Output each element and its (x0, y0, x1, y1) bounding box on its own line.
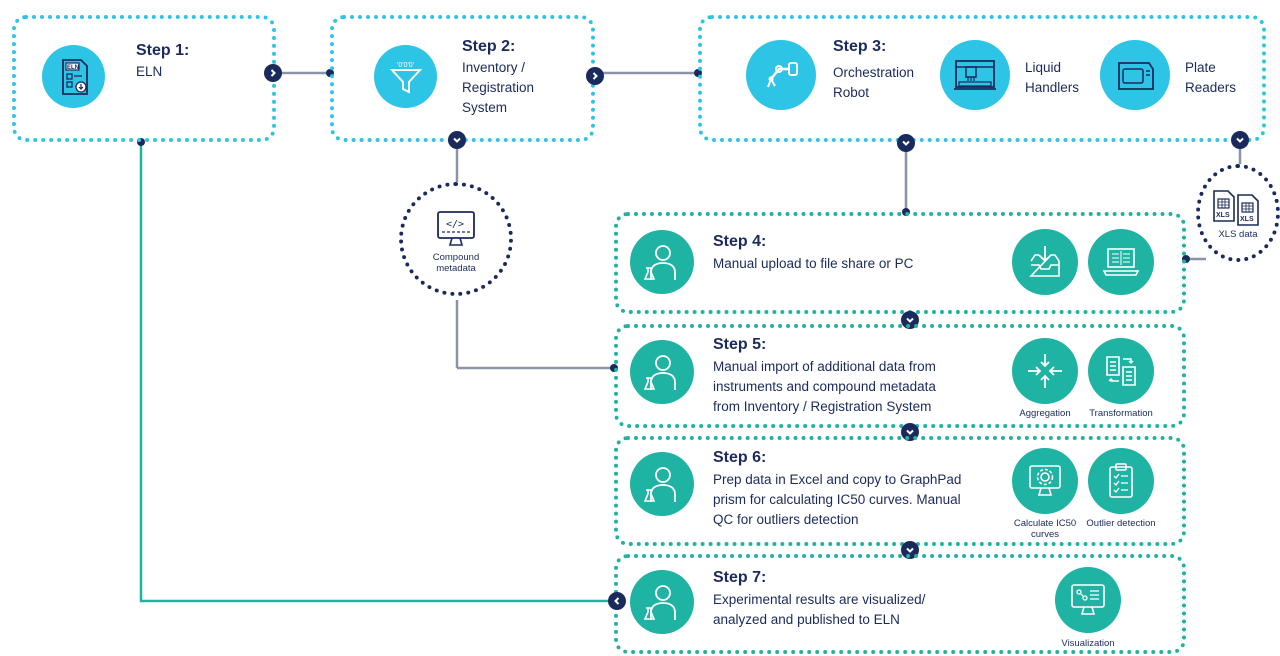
chevron-down-icon[interactable] (897, 134, 915, 152)
compound-label-2: metadata (436, 263, 476, 274)
svg-text:</>: </> (446, 219, 464, 230)
aggregation-label: Aggregation (1019, 408, 1071, 419)
eln-document-icon: ELN (42, 45, 105, 108)
clipboard-icon (1088, 448, 1154, 514)
step6-line3: QC for outliers detection (713, 512, 859, 527)
funnel-icon: '0'0'0' (374, 45, 437, 108)
chevron-left-icon[interactable] (608, 592, 626, 610)
xls-file-label-2: XLS (1240, 216, 1254, 223)
step3-title: Step 3: (833, 38, 887, 55)
chevron-right-icon[interactable] (264, 64, 282, 82)
step3-robot-line2: Robot (833, 85, 870, 100)
liquid-handler-icon (940, 40, 1010, 110)
compound-label-1: Compound (432, 252, 480, 263)
scientist-icon (630, 340, 694, 404)
step1-text: ELN (136, 64, 163, 79)
step7-line2: analyzed and published to ELN (713, 612, 900, 627)
outlier-detection-label: Outlier detection (1086, 518, 1156, 529)
step3-box (698, 15, 1266, 142)
step2-line1: Inventory / (462, 60, 526, 75)
step2-title: Step 2: (462, 38, 516, 55)
chevron-down-icon[interactable] (1231, 131, 1249, 149)
step7-line1: Experimental results are visualized/ (713, 592, 926, 607)
step5-line3: from Inventory / Registration System (713, 399, 932, 414)
upload-tray-icon (1012, 229, 1078, 295)
step7-title: Step 7: (713, 569, 767, 586)
step4-title: Step 4: (713, 233, 767, 250)
step2-line3: System (462, 100, 508, 115)
step3-liquid-line2: Handlers (1025, 80, 1080, 95)
step1-title: Step 1: (136, 42, 190, 59)
xls-file-label-1: XLS (1216, 212, 1230, 219)
step3-plate-line1: Plate (1185, 60, 1216, 75)
aggregation-icon (1012, 338, 1078, 404)
transformation-icon (1088, 338, 1154, 404)
svg-text:'0'0'0': '0'0'0' (397, 62, 414, 69)
visualization-icon (1055, 567, 1121, 633)
laptop-icon (1088, 229, 1154, 295)
scientist-icon (630, 230, 694, 294)
step5-line2: instruments and compound metadata (713, 379, 936, 394)
step5-line1: Manual import of additional data from (713, 359, 936, 374)
step3-robot-line1: Orchestration (833, 65, 915, 80)
xls-file-icon: XLS XLS (1213, 189, 1259, 226)
step4-text: Manual upload to file share or PC (713, 256, 914, 271)
step6-box (614, 436, 1186, 546)
step6-line1: Prep data in Excel and copy to GraphPad (713, 472, 962, 487)
transformation-label: Transformation (1089, 408, 1153, 419)
step5-title: Step 5: (713, 336, 767, 353)
xls-data-node: XLS XLS XLS data (1196, 164, 1280, 262)
visualization-label: Visualization (1061, 638, 1115, 649)
compound-metadata-node: </> Compound metadata (399, 182, 513, 296)
chevron-down-icon[interactable] (448, 131, 466, 149)
svg-text:ELN: ELN (67, 65, 79, 71)
robot-arm-icon (746, 40, 816, 110)
scientist-icon (630, 452, 694, 516)
chevron-right-icon[interactable] (586, 67, 604, 85)
step4-box (614, 212, 1186, 314)
step3-plate-line2: Readers (1185, 80, 1237, 95)
step6-title: Step 6: (713, 449, 767, 466)
plate-reader-icon (1100, 40, 1170, 110)
scientist-icon (630, 570, 694, 634)
step3-liquid-line1: Liquid (1025, 60, 1062, 75)
xls-label: XLS data (1218, 228, 1258, 240)
step2-line2: Registration (462, 80, 535, 95)
step5-box (614, 324, 1186, 428)
step6-line2: prism for calculating IC50 curves. Manua… (713, 492, 961, 507)
gear-monitor-icon (1012, 448, 1078, 514)
calculate-ic50-label: Calculate IC50 curves (1013, 518, 1077, 540)
code-monitor-icon: </> (437, 211, 475, 246)
